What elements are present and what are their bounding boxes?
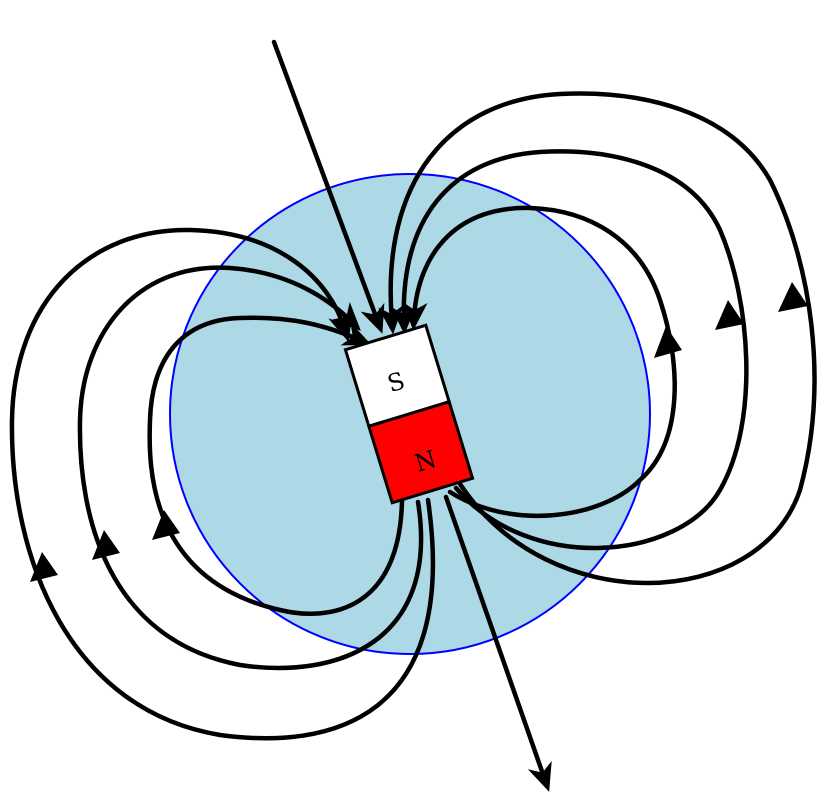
field-loop-left-outer [9, 227, 436, 741]
arrowhead-icon [654, 326, 682, 358]
axis-line-bottom [443, 494, 552, 792]
arrowhead-icon [152, 510, 180, 540]
arrowhead-icon [778, 282, 808, 312]
north-pole [366, 399, 475, 505]
field-loop-right-middle [390, 149, 749, 551]
field-loop-left-inner [147, 315, 405, 616]
right-field-loops [378, 91, 817, 586]
magnetic-axis [271, 39, 552, 792]
field-direction-arrows [30, 282, 808, 582]
left-field-loops [9, 227, 436, 741]
bar-magnet: S N [343, 323, 475, 505]
field-loop-right-inner [402, 205, 677, 518]
arrowhead-icon [92, 530, 120, 560]
arrowhead-icon [30, 552, 58, 582]
arrowhead-icon [715, 300, 744, 330]
axis-line-top [271, 39, 385, 334]
south-pole-label: S [384, 367, 408, 399]
field-loop-left-middle [77, 265, 424, 671]
field-loop-right-outer [378, 91, 817, 586]
